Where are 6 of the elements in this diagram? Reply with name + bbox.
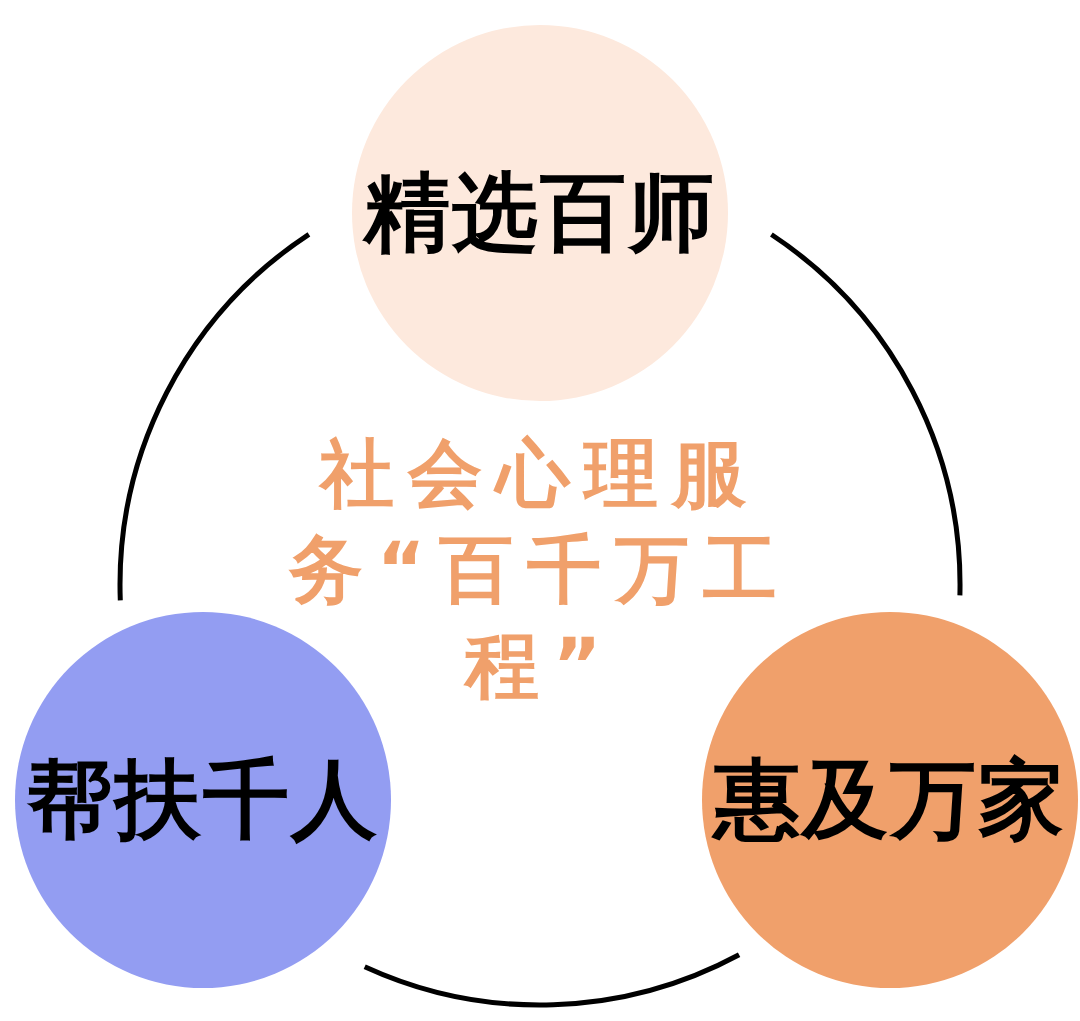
circle-label: 帮扶千人	[27, 747, 379, 851]
title: 社会心理服务“百千万工程”	[287, 429, 793, 710]
circle-label: 精选百师	[364, 160, 716, 264]
connector-arc	[117, 232, 311, 601]
connector-arc	[769, 232, 963, 596]
connector-arc	[363, 952, 741, 1008]
